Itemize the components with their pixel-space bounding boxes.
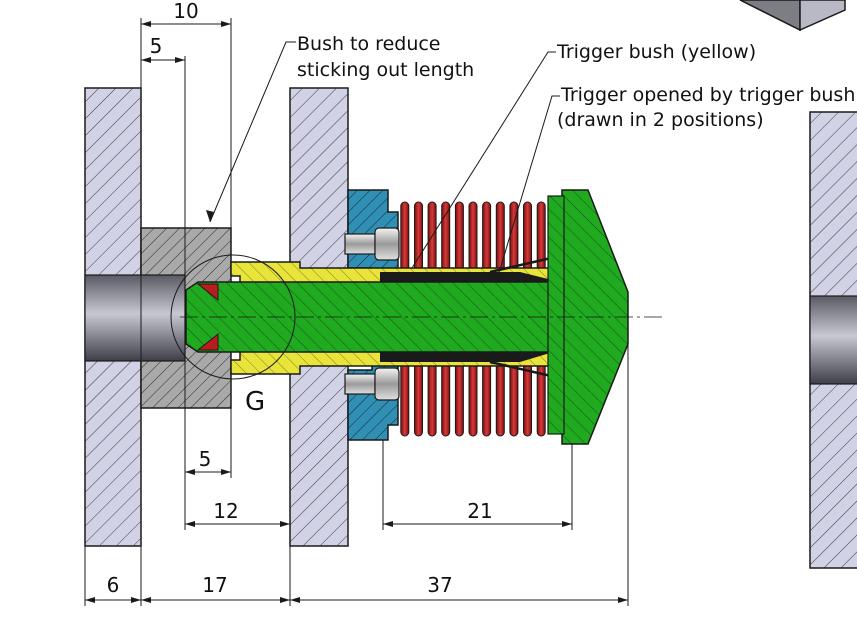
spring-coil xyxy=(414,361,423,437)
spring-coil xyxy=(454,201,464,273)
dim-inner-12: 12 xyxy=(213,499,238,523)
spring-coil xyxy=(441,361,451,437)
spring-coil xyxy=(427,361,437,437)
screw-top xyxy=(344,227,400,261)
spring-coil xyxy=(468,201,478,273)
label-trigger-opened-line2: (drawn in 2 positions) xyxy=(557,109,764,131)
spring-coil xyxy=(495,201,505,273)
spring-coil xyxy=(523,201,532,273)
dim-bottom-17: 17 xyxy=(202,573,227,597)
dim-spring-21: 21 xyxy=(467,499,492,523)
right-plate xyxy=(809,111,857,569)
spring-coil xyxy=(400,201,410,273)
dim-top-10: 10 xyxy=(173,0,198,23)
label-trigger-opened-line1: Trigger opened by trigger bush xyxy=(560,84,855,106)
dim-bottom-37: 37 xyxy=(427,573,452,597)
label-bush-line1: Bush to reduce xyxy=(297,33,441,55)
screw-bottom xyxy=(344,367,400,401)
bore xyxy=(84,274,186,362)
detail-circle-g xyxy=(170,254,296,380)
dim-top-5: 5 xyxy=(150,34,163,58)
spring-coil xyxy=(509,361,519,437)
spring-coil xyxy=(482,201,492,273)
spring-coil xyxy=(454,361,464,437)
dim-inner-5: 5 xyxy=(199,447,212,471)
label-bush-line2: sticking out length xyxy=(297,59,474,81)
detail-label-g: G xyxy=(245,387,265,417)
spring-coil xyxy=(400,361,410,437)
leader-lines xyxy=(206,41,560,277)
spring-coil xyxy=(523,361,532,437)
spring-coil xyxy=(495,361,505,437)
dim-bottom-6: 6 xyxy=(107,573,120,597)
iso-block xyxy=(739,0,846,32)
dimension-lines xyxy=(84,18,629,606)
dimension-arrows xyxy=(85,21,628,603)
spring-coil xyxy=(482,361,492,437)
latch-wedges xyxy=(196,283,219,351)
label-trigger-bush: Trigger bush (yellow) xyxy=(556,41,756,63)
spring-coil xyxy=(441,201,451,273)
spring-coil xyxy=(468,361,478,437)
